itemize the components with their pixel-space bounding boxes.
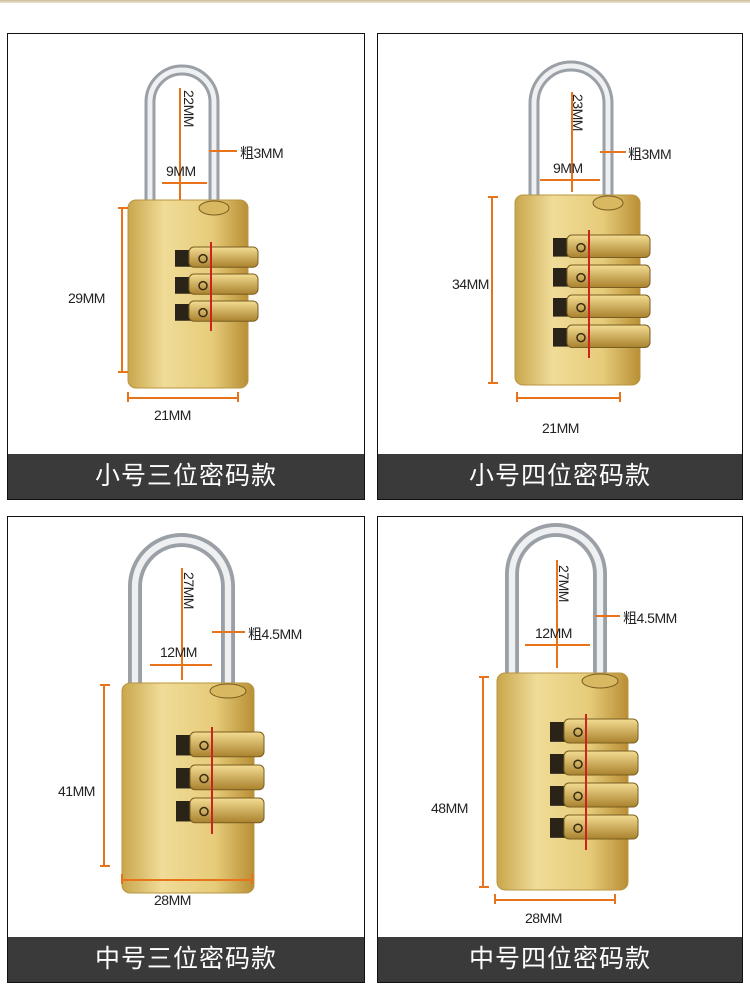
shackle-width-label: 9MM bbox=[166, 163, 196, 179]
body-height-label: 34MM bbox=[452, 276, 489, 292]
combination-dial bbox=[188, 273, 259, 295]
combination-dial bbox=[563, 814, 639, 840]
body-height-label: 41MM bbox=[58, 783, 95, 799]
combination-dial bbox=[188, 300, 259, 322]
dial-digit-mark bbox=[198, 307, 208, 318]
shackle-thickness-label: 粗3MM bbox=[628, 146, 672, 162]
dial-digit-mark bbox=[199, 740, 209, 751]
body-width-label: 28MM bbox=[154, 892, 191, 908]
lock-body bbox=[496, 672, 629, 891]
shackle-width-label: 9MM bbox=[553, 160, 583, 176]
shackle-collar bbox=[209, 683, 247, 699]
body-width-label: 21MM bbox=[542, 420, 579, 436]
shackle-highlight bbox=[147, 67, 217, 210]
combination-dial bbox=[188, 246, 259, 268]
combination-dial bbox=[566, 324, 651, 348]
shackle-highlight bbox=[531, 63, 611, 205]
shackle-width-label: 12MM bbox=[535, 625, 572, 641]
shackle-thickness-label: 粗4.5MM bbox=[248, 626, 302, 642]
shackle-height-label: 27MM bbox=[556, 565, 572, 602]
combination-dial bbox=[563, 718, 639, 744]
combination-dial bbox=[566, 264, 651, 288]
dial-digit-mark bbox=[573, 791, 583, 801]
product-caption: 中号四位密码款 bbox=[378, 937, 742, 982]
shackle-collar bbox=[581, 673, 619, 689]
dial-digit-mark bbox=[199, 773, 209, 784]
dial-digit-mark bbox=[573, 727, 583, 737]
dial-digit-mark bbox=[576, 332, 586, 343]
combination-dial bbox=[563, 750, 639, 776]
combination-dial bbox=[189, 764, 265, 791]
dial-digit-mark bbox=[573, 759, 583, 769]
dial-digit-mark bbox=[573, 823, 583, 833]
shackle-collar bbox=[198, 200, 230, 216]
dial-digit-mark bbox=[576, 302, 586, 313]
product-caption: 小号四位密码款 bbox=[378, 454, 742, 499]
combination-dial bbox=[189, 797, 265, 824]
body-height-label: 48MM bbox=[431, 800, 468, 816]
shackle-collar bbox=[592, 195, 624, 211]
product-caption: 小号三位密码款 bbox=[8, 454, 364, 499]
dial-digit-mark bbox=[576, 272, 586, 283]
dial-digit-mark bbox=[198, 253, 208, 264]
shackle-highlight bbox=[131, 536, 232, 693]
shackle-height-label: 22MM bbox=[181, 90, 197, 127]
shackle-thickness-label: 粗3MM bbox=[240, 145, 284, 161]
body-width-label: 28MM bbox=[525, 910, 562, 926]
combination-dial bbox=[566, 294, 651, 318]
dial-digit-mark bbox=[576, 242, 586, 253]
product-panel-medium-3: 中号三位密码款 bbox=[7, 516, 365, 983]
combination-dial bbox=[189, 731, 265, 758]
shackle-width-label: 12MM bbox=[160, 644, 197, 660]
shackle-thickness-label: 粗4.5MM bbox=[623, 610, 677, 626]
combination-dial bbox=[563, 782, 639, 808]
dial-digit-mark bbox=[198, 280, 208, 291]
shackle-height-label: 27MM bbox=[181, 572, 197, 609]
body-width-label: 21MM bbox=[154, 407, 191, 423]
shackle-height-label: 23MM bbox=[570, 94, 586, 131]
combination-dial bbox=[566, 234, 651, 258]
product-caption: 中号三位密码款 bbox=[8, 937, 364, 982]
lock-body bbox=[514, 194, 641, 386]
body-height-label: 29MM bbox=[68, 290, 105, 306]
dial-digit-mark bbox=[199, 806, 209, 817]
shackle-highlight bbox=[508, 526, 604, 683]
top-divider bbox=[0, 0, 750, 3]
